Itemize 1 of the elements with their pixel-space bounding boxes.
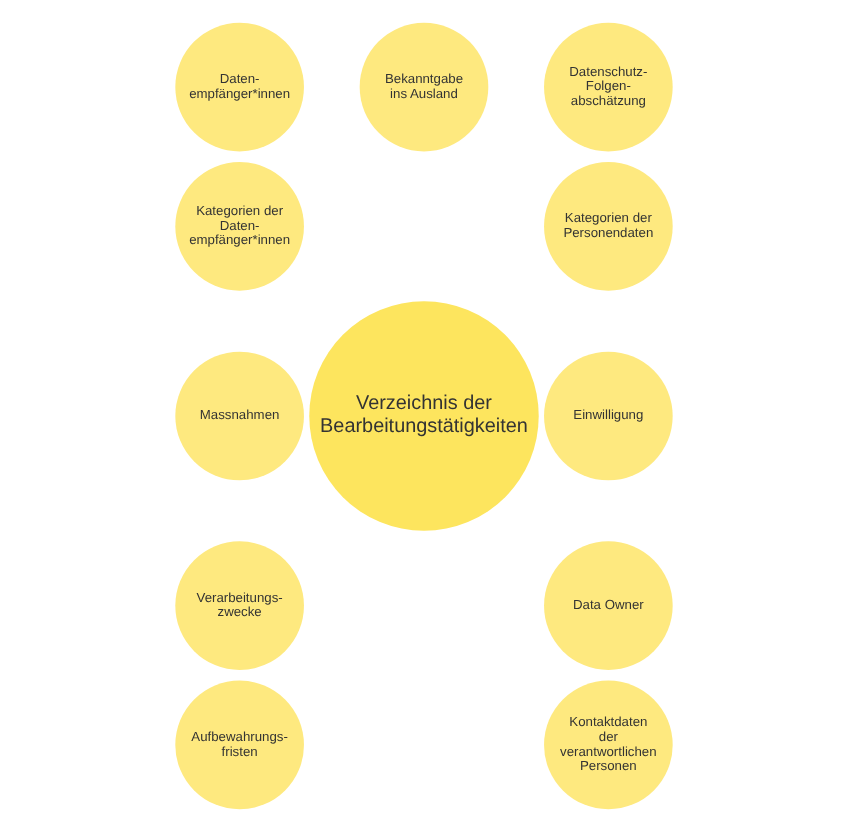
node-circle: Verzeichnis der Bearbeitungstätigkeiten [308, 301, 538, 531]
